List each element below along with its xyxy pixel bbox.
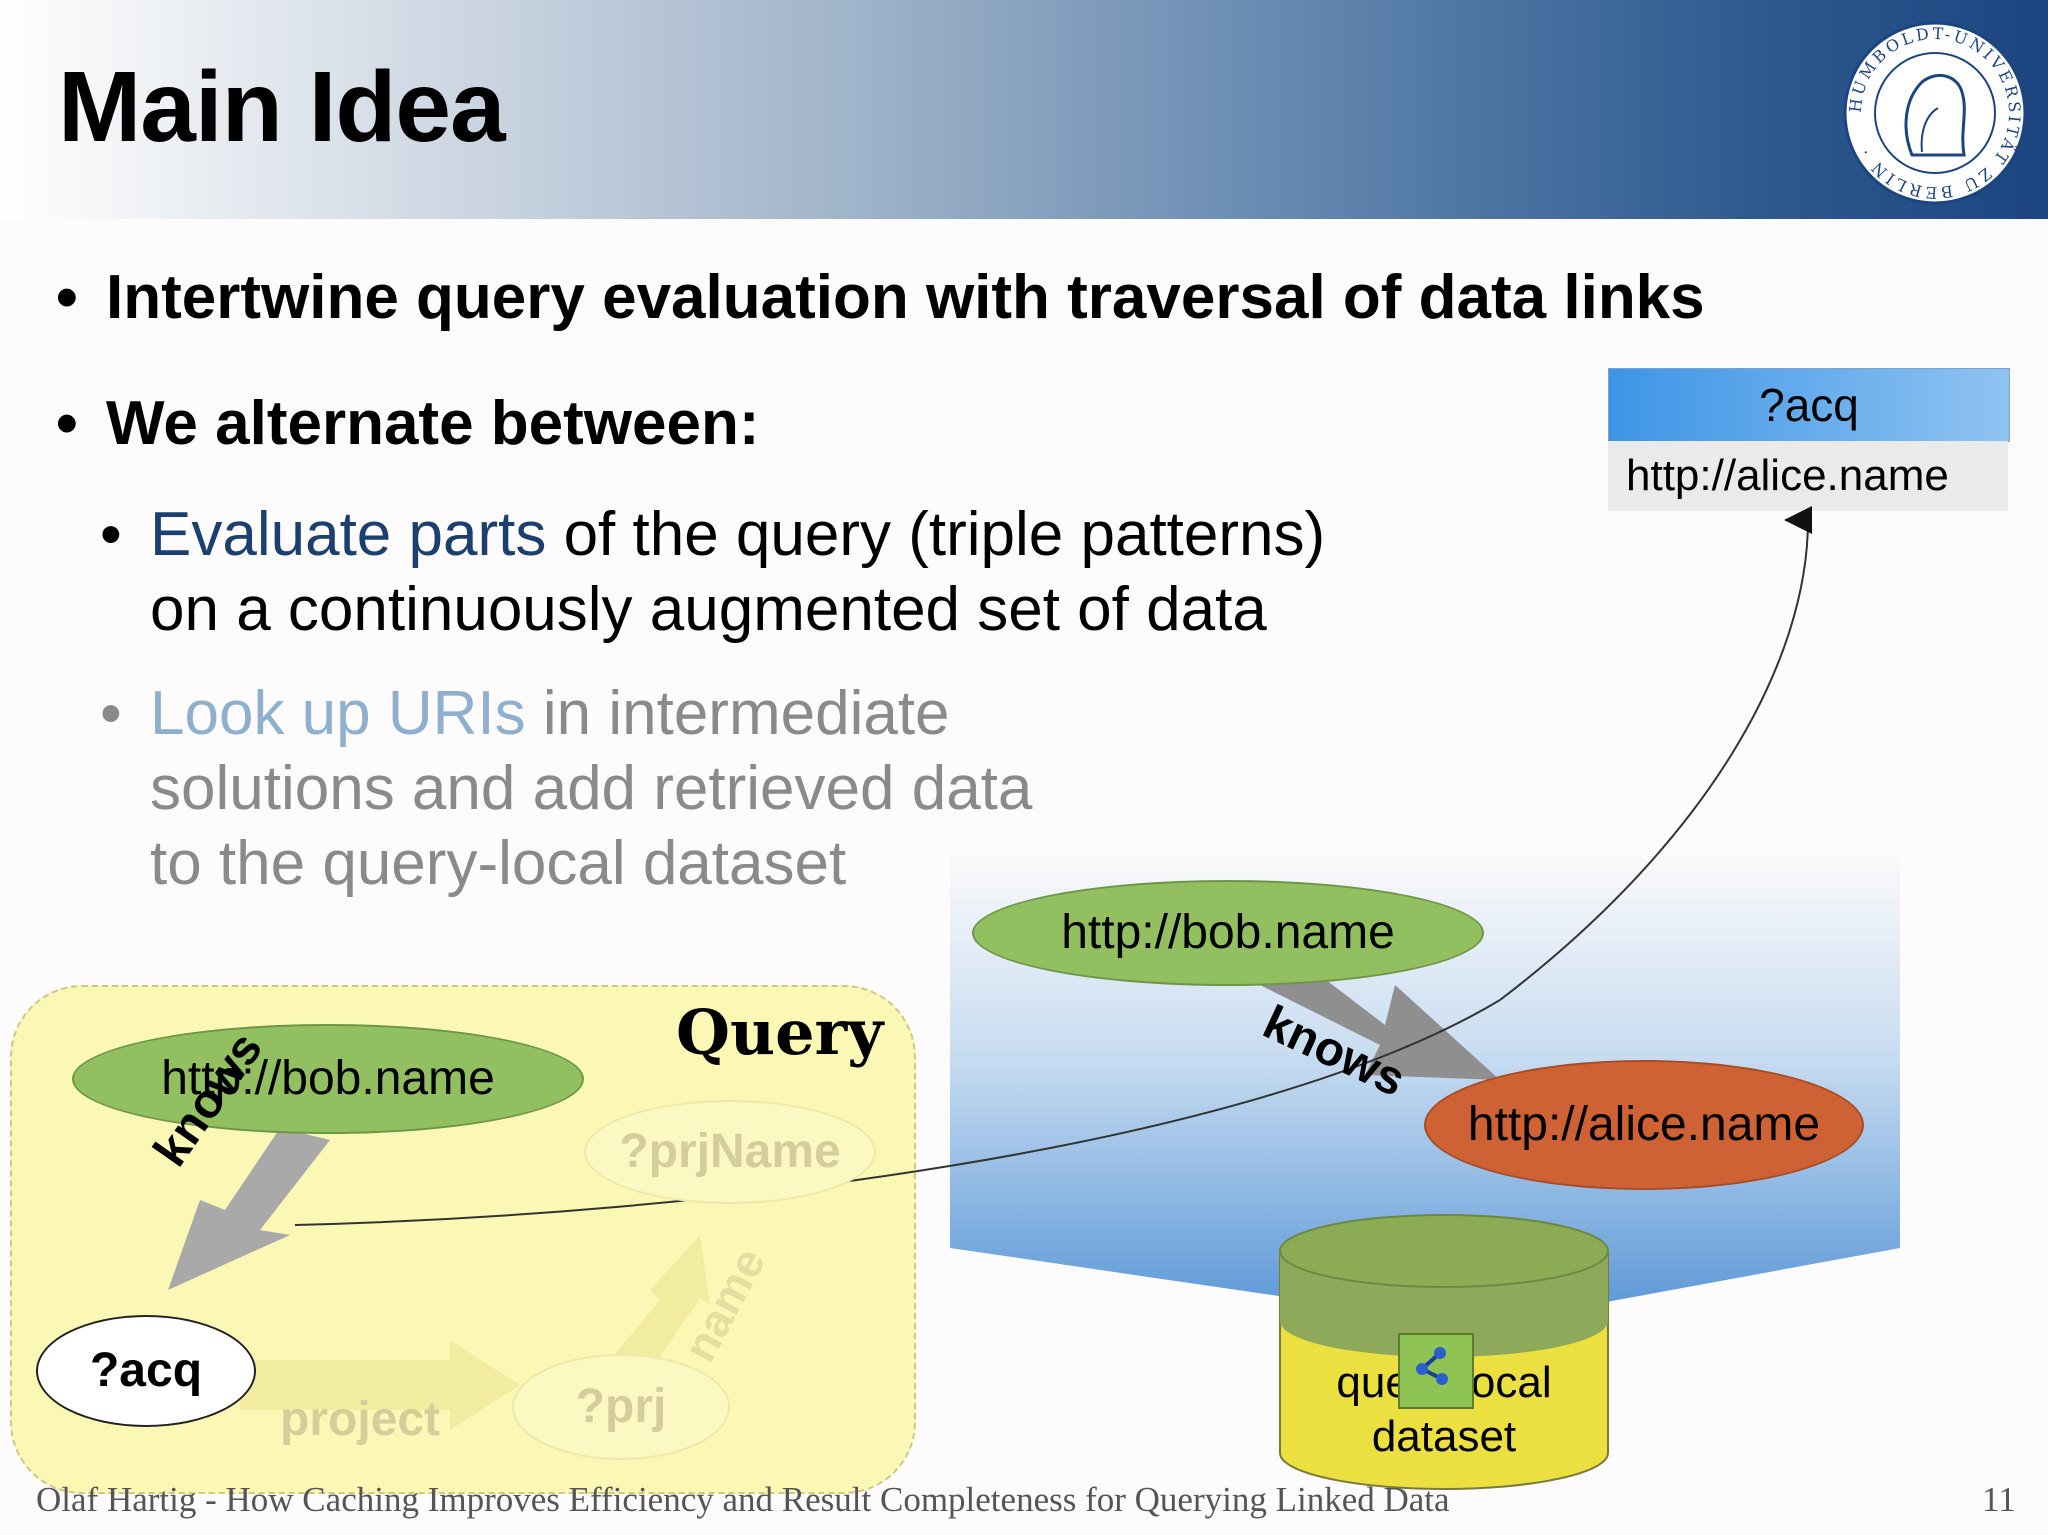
lookup-curve (294, 999, 1501, 1226)
result-table-cell: http://alice.name (1608, 441, 2008, 511)
footer-text: Olaf Hartig - How Caching Improves Effic… (36, 1480, 1450, 1519)
query-prj-node: ?prj (512, 1354, 730, 1460)
university-seal-logo: HUMBOLDT-UNIVERSITÄT ZU BERLIN · (1843, 21, 2027, 205)
slide-title: Main Idea (58, 51, 506, 163)
bullet-dot: • (56, 263, 78, 332)
dataset-alice-node: http://alice.name (1424, 1060, 1864, 1190)
query-prjname-node: ?prjName (584, 1100, 876, 1204)
query-subject-node: http://bob.name (72, 1024, 584, 1134)
highlight-evaluate-parts: Evaluate parts (150, 500, 547, 569)
highlight-look-up-uris: Look up URIs (150, 679, 526, 748)
bullet-dot: • (56, 389, 78, 458)
rdf-graph-icon (1398, 1333, 1474, 1409)
page-number: 11 (1982, 1480, 2016, 1519)
query-project-label: project (280, 1393, 441, 1446)
project-arrow (240, 1340, 520, 1430)
query-label: Query (676, 996, 884, 1069)
dataset-bob-node: http://bob.name (972, 880, 1484, 986)
slide-header (0, 0, 2048, 219)
dataset-knows-arrow (1240, 960, 1500, 1080)
query-acq-node: ?acq (36, 1315, 256, 1427)
result-curve (1499, 506, 1813, 1001)
query-knows-arrow (168, 1128, 330, 1290)
result-table-header: ?acq (1608, 368, 2010, 442)
name-arrow (610, 1235, 710, 1368)
